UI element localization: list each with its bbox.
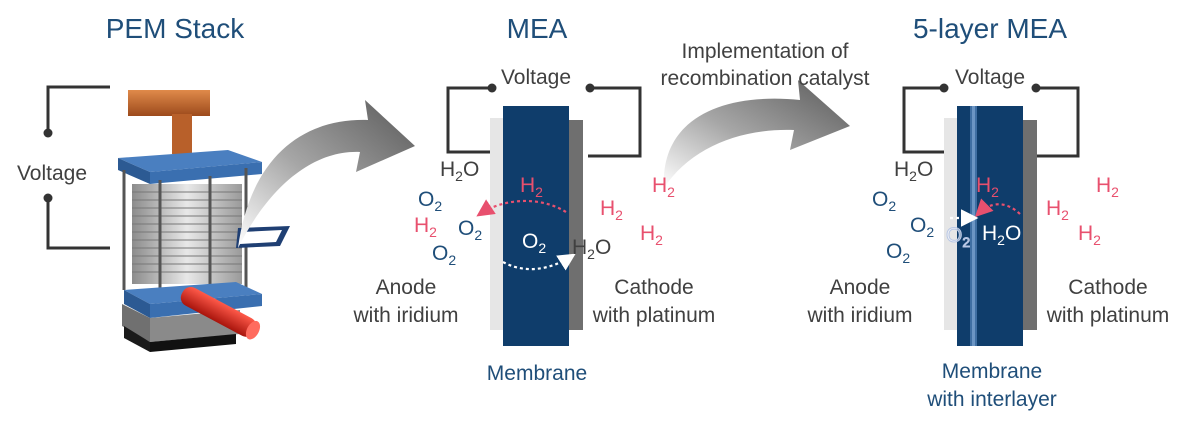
mea5-h2-cathode-1: H2 <box>1096 174 1119 200</box>
five-layer-mea-panel: Voltage H2O O2 O2 O2 H2 O2 H2O H2 H2 H2 … <box>806 66 1169 411</box>
copper-post <box>172 114 192 154</box>
mea5-h2-crossover: H2 <box>976 174 999 200</box>
mea-circuit-left <box>446 86 492 154</box>
mea5-voltage-label: Voltage <box>955 66 1025 89</box>
mea5-h2-arrow <box>974 198 1021 218</box>
cell-stack <box>132 184 242 284</box>
mea5-o2-1: O2 <box>872 188 896 214</box>
mea5-circuit-right <box>1036 86 1080 158</box>
stack-circuit-wire-top <box>46 85 110 133</box>
mea-o2-3: O2 <box>432 242 456 268</box>
mea-title: MEA <box>507 13 568 44</box>
mea5-o2-2: O2 <box>910 214 934 240</box>
mea5-o2-3: O2 <box>886 240 910 266</box>
mea-panel: Voltage H2O O2 H2 O2 O2 H2 O2 H2O H2 H2 … <box>352 66 715 385</box>
mea-h2-cathode-3: H2 <box>652 174 675 200</box>
mea-circuit-right <box>588 86 642 158</box>
mea5-terminal-right <box>1031 83 1041 93</box>
copper-bar <box>128 90 210 116</box>
mea-cathode-label: Cathode <box>614 276 693 299</box>
mea-anode-sublabel: with iridium <box>352 304 458 327</box>
mea-terminal-right <box>585 83 595 93</box>
mea-membrane-label: Membrane <box>487 362 587 385</box>
mea-o2-crossover-arrow <box>502 253 576 271</box>
stack-to-mea-arrow <box>238 100 415 248</box>
stack-voltage-label: Voltage <box>17 162 87 185</box>
mea-cathode-layer <box>569 120 583 330</box>
mea-h2-anode: H2 <box>414 214 437 240</box>
mea-o2-2: O2 <box>458 217 482 243</box>
mea-h2o-anode: H2O <box>440 158 479 184</box>
recombination-label-line2: recombination catalyst <box>661 67 870 90</box>
mea5-h2o-interlayer: H2O <box>982 222 1021 248</box>
mea5-anode-label: Anode <box>830 276 891 299</box>
mea5-h2o-anode: H2O <box>894 158 933 184</box>
mea5-anode-layer <box>944 118 957 330</box>
mea-membrane <box>503 106 569 346</box>
mea-anode-label: Anode <box>376 276 437 299</box>
mea5-membrane-label: Membrane <box>942 360 1042 383</box>
stack-circuit-wire-bottom <box>46 198 110 250</box>
pem-stack-illustration: Voltage <box>17 85 290 352</box>
cell-stack-lines <box>132 191 242 273</box>
stack-top-plate <box>118 150 262 172</box>
mea-h2o-cathode: H2O <box>572 236 611 262</box>
mea5-circuit-left <box>902 86 944 154</box>
mea-o2-1: O2 <box>418 188 442 214</box>
mea5-terminal-left <box>939 83 949 93</box>
mea-anode-layer <box>490 118 503 330</box>
mea5-membrane-sublabel: with interlayer <box>926 388 1057 411</box>
mea-voltage-label: Voltage <box>501 66 571 89</box>
mea-h2-crossover: H2 <box>520 174 543 200</box>
stack-base <box>122 304 150 342</box>
recombination-arrow <box>663 80 850 188</box>
mea5-cathode-sublabel: with platinum <box>1046 304 1170 327</box>
red-rod <box>180 286 261 340</box>
mea-h2-cathode-1: H2 <box>600 197 623 223</box>
mea-o2-crossover: O2 <box>522 230 546 256</box>
mea5-h2-cathode-3: H2 <box>1078 222 1101 248</box>
five-layer-mea-title: 5-layer MEA <box>913 13 1067 44</box>
mea-h2-cathode-2: H2 <box>640 222 663 248</box>
stack-terminal-top <box>43 128 53 138</box>
mea-terminal-left <box>487 83 497 93</box>
mea5-h2-cathode-2: H2 <box>1046 197 1069 223</box>
mea-cathode-sublabel: with platinum <box>592 304 716 327</box>
pem-stack-title: PEM Stack <box>106 13 245 44</box>
mea5-cathode-layer <box>1023 120 1037 330</box>
stack-terminal-bottom <box>43 193 53 203</box>
mea5-anode-sublabel: with iridium <box>806 304 912 327</box>
mea5-cathode-label: Cathode <box>1068 276 1147 299</box>
mea5-o2-crossover: O2 <box>946 224 970 250</box>
recombination-label-line1: Implementation of <box>682 40 849 63</box>
